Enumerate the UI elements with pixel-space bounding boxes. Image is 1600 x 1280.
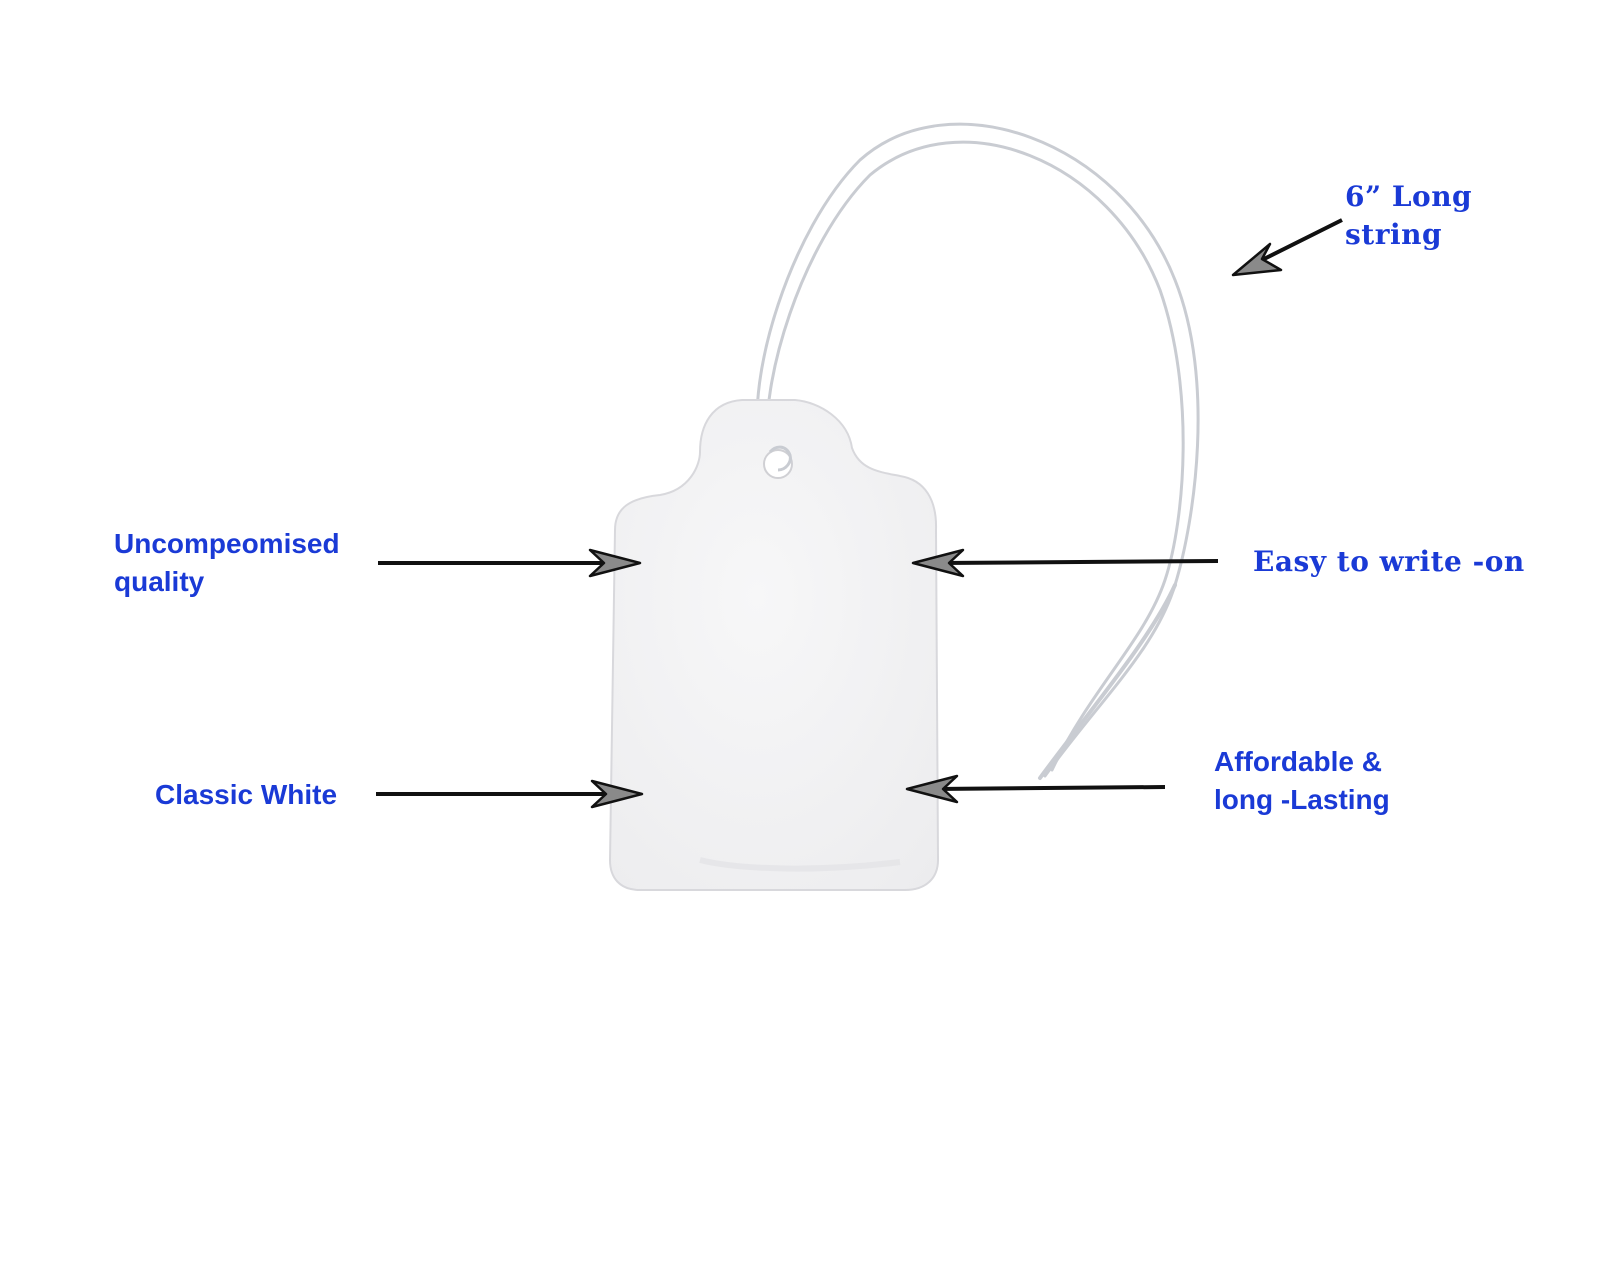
callout-durability-line-2: long -Lasting [1214, 784, 1390, 815]
arrow-color [376, 779, 644, 809]
string-tail [1038, 583, 1177, 780]
tag-hole [763, 449, 793, 479]
callout-color: Classic White [155, 776, 337, 814]
callout-quality-line-1: Uncompeomised [114, 528, 340, 559]
callout-writable-line-1: Easy to write -on [1253, 545, 1525, 578]
callout-quality-line-2: quality [114, 566, 205, 597]
string-loop [768, 445, 792, 472]
string-strand-2 [765, 140, 1185, 772]
string-strand-1 [755, 122, 1200, 778]
tag-body [608, 399, 940, 891]
callout-durability: Affordable & long -Lasting [1214, 743, 1390, 819]
callout-string-length-line-2: string [1345, 218, 1443, 251]
callout-quality: Uncompeomised quality [114, 525, 340, 601]
arrow-string-length [1231, 218, 1343, 277]
callout-string-length-line-1: 6” Long [1345, 180, 1473, 213]
arrow-quality [378, 548, 642, 578]
arrows [376, 218, 1343, 809]
white-tag [608, 399, 940, 891]
tag-gloss [699, 857, 901, 872]
callout-color-line-1: Classic White [155, 779, 338, 810]
string [755, 122, 1200, 780]
callout-string-length: 6” Long string [1345, 178, 1472, 254]
callout-durability-line-1: Affordable & [1214, 746, 1382, 777]
callout-writable: Easy to write -on [1253, 543, 1525, 581]
arrow-writable [911, 548, 1219, 578]
arrow-durability [905, 774, 1166, 804]
